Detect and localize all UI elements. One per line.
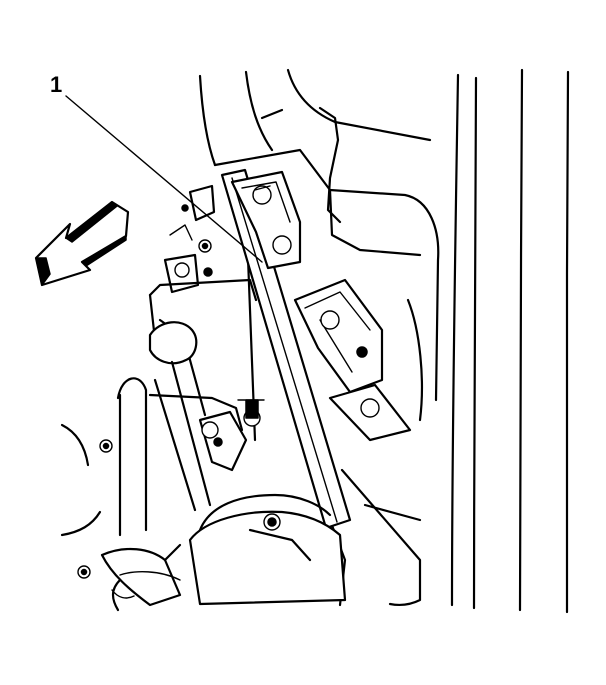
upper-mounting-bracket: [230, 170, 302, 270]
body-panel-edges: [450, 68, 570, 614]
callout-leader-line: [65, 95, 263, 263]
clip-cluster: [163, 184, 216, 294]
lower-housing: [116, 278, 265, 537]
direction-arrow-icon: [34, 200, 130, 287]
support-rail: [220, 168, 352, 530]
lower-mounting-bracket: [293, 278, 412, 442]
callout-number-1: 1: [50, 72, 63, 97]
floor-edge: [60, 423, 135, 599]
column-bracket: [77, 439, 347, 612]
